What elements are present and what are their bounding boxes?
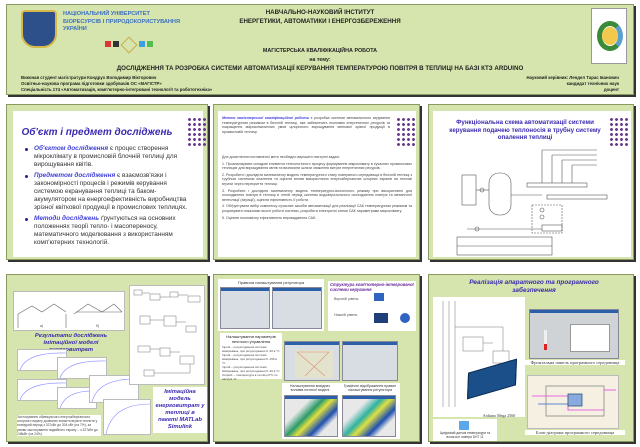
university-crest-icon <box>21 10 57 48</box>
decor-dots-icon <box>609 117 629 147</box>
university-name: НАЦІОНАЛЬНИЙ УНІВЕРСИТЕТ БІОРЕСУРСІВ І П… <box>63 11 180 32</box>
hardware-panel: Реалізація апаратного та програмного заб… <box>428 274 634 442</box>
institute-emblem-icon <box>105 36 155 54</box>
results-title: Результати досліджень імітаційної моделі… <box>34 333 108 353</box>
decor-dots-icon <box>187 117 207 147</box>
roof-screen-figure: а) б) <box>13 291 125 331</box>
simulink-model-diagram <box>129 285 205 385</box>
tasks-list: Для досягнення поставленої мети необхідн… <box>222 155 412 220</box>
result-chart <box>103 399 151 435</box>
structure-box <box>328 281 416 331</box>
rule-list-window <box>272 287 322 329</box>
front-panel-caption: Фронтальна панель програмного середовища <box>525 360 625 365</box>
surface-3d-window <box>284 395 338 437</box>
hardware-title: Реалізація апаратного та програмного заб… <box>469 279 599 294</box>
front-panel-window <box>529 309 619 359</box>
rules-surface-window <box>342 395 396 437</box>
list-item: Предметом дослідження є взаємозв'язки і … <box>25 172 197 212</box>
sensor-caption: Цифровий датчик температури та вологості… <box>439 431 491 439</box>
structure-title: Структура комп'ютерно-інтегрованої систе… <box>330 282 414 292</box>
surface-title: Налаштування вихідних впливів нечіткої м… <box>289 384 331 392</box>
thesis-topic: ДОСЛІДЖЕННЯ ТА РОЗРОБКА СИСТЕМИ АВТОМАТИ… <box>116 65 524 72</box>
list-item: Об'єктом дослідження є процес створення … <box>25 145 197 169</box>
graph-title: Графічне відображення правил налаштуванн… <box>343 384 397 392</box>
arduino-icon <box>374 313 388 323</box>
fuzzy-panel: Правила налаштування регулятора Структур… <box>213 274 420 442</box>
scheme-panel-title: Функціональна схема автоматизації систем… <box>449 119 601 141</box>
result-note: Застосування обмежуючого енергозберігаюч… <box>17 415 101 437</box>
arduino-caption: Arduino Mega 2560 <box>482 413 516 418</box>
header-panel: НАЦІОНАЛЬНИЙ УНІВЕРСИТЕТ БІОРЕСУРСІВ І П… <box>6 4 634 95</box>
goal-panel: Метою магістерської кваліфікаційної робо… <box>213 104 420 260</box>
goal-text: Метою магістерської кваліфікаційної робо… <box>222 116 390 134</box>
institute-name: НАВЧАЛЬНО-НАУКОВИЙ ІНСТИТУТ ЕНЕРГЕТИКИ, … <box>239 9 401 25</box>
rule-editor-window <box>220 287 270 329</box>
work-type: МАГІСТЕРСЬКА КВАЛІФІКАЦІЙНА РОБОТА <box>262 48 378 54</box>
dht11-sensor-image <box>459 421 469 430</box>
object-list: Об'єктом дослідження є процес створення … <box>25 145 197 250</box>
on-topic: на тему: <box>309 57 331 63</box>
decor-dots-icon <box>396 117 416 147</box>
student-info: Виконав студент магістратури Кондрух Вол… <box>21 75 213 92</box>
result-chart <box>57 357 107 379</box>
object-panel-title: Об'єкт і предмет досліджень <box>21 127 173 138</box>
rules-title: Правила налаштування регулятора <box>237 280 305 285</box>
params-title: Налаштування параметрів нечіткого управл… <box>226 334 276 344</box>
list-item: Методи досліджень ґрунтуються на основни… <box>25 215 197 247</box>
membership-window <box>284 341 340 381</box>
pc-icon <box>374 293 384 301</box>
object-panel: Об'єкт і предмет досліджень Об'єктом дос… <box>6 104 208 260</box>
heater-icon <box>400 313 410 323</box>
rule-viewer-window <box>342 341 398 381</box>
simulink-title: Імітаційна модель енерговитрат у теплиці… <box>153 387 207 433</box>
scheme-panel: Функціональна схема автоматизації систем… <box>428 104 634 260</box>
supervisor-info: Науковий керівник: Лендел Тарас Іванович… <box>526 75 619 92</box>
nubip-logo <box>591 8 627 64</box>
params-lines: Input1 – розузгодження системи вимірюван… <box>222 345 280 381</box>
model-panel: а) б) Результати досліджень імітаційної … <box>6 274 208 442</box>
block-diagram-window <box>527 375 619 429</box>
block-diagram-caption: Блок-діаграма програмного середовища <box>525 430 625 435</box>
result-chart <box>17 379 67 401</box>
functional-scheme-diagram <box>456 149 608 256</box>
electrical-scheme <box>433 297 525 417</box>
sensor-box <box>433 419 497 441</box>
params-box <box>220 333 282 379</box>
